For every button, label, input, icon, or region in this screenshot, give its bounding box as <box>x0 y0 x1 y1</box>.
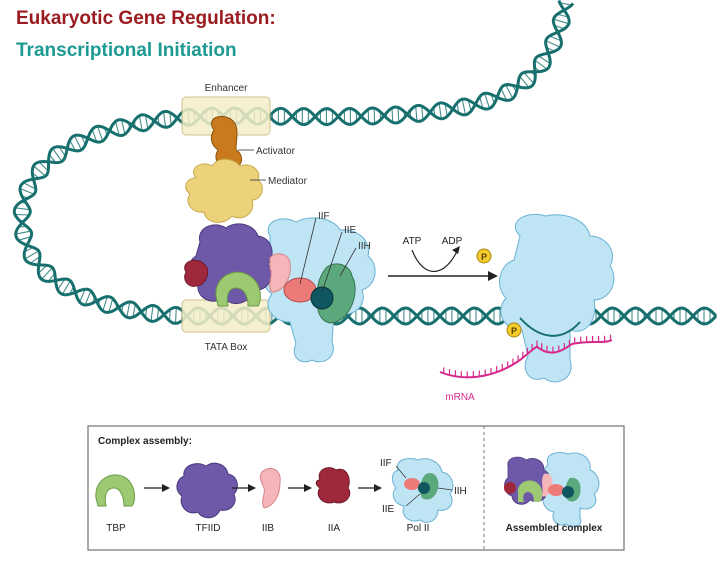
iih-label: IIH <box>358 241 371 252</box>
phosphate-on-pol-label: P <box>511 326 517 336</box>
legend-tbp-icon <box>95 474 135 507</box>
enhancer-label: Enhancer <box>205 83 248 94</box>
dna-double-helix <box>12 0 718 326</box>
phosphate-icon <box>476 248 492 264</box>
legend-iib-icon <box>259 467 281 509</box>
mrna-strand <box>535 339 613 354</box>
tata-box-label: TATA Box <box>205 342 248 353</box>
legend-iif-mark <box>404 478 420 490</box>
tbp-protein <box>215 271 261 307</box>
mrna-bases <box>443 334 612 378</box>
iie-label: IIE <box>344 225 357 236</box>
legend-tfiid-icon <box>176 462 238 519</box>
title-line-1: Eukaryotic Gene Regulation: <box>16 8 276 29</box>
elongating-pol-ii <box>499 213 615 383</box>
legend-iie-mark <box>418 482 430 494</box>
legend-heading: Complex assembly: <box>98 436 192 447</box>
legend-iib-label: IIB <box>262 523 275 534</box>
legend-iif-label: IIF <box>380 458 392 469</box>
assembled-complex-label: Assembled complex <box>506 523 603 534</box>
phosphate-label: P <box>481 252 487 262</box>
phosphate-on-pol-icon <box>506 322 522 338</box>
activator-label: Activator <box>256 146 296 157</box>
legend-iia-icon <box>315 467 351 504</box>
iif-label: IIF <box>318 211 330 222</box>
mediator-label: Mediator <box>268 176 308 187</box>
title-line-2: Transcriptional Initiation <box>16 40 237 61</box>
iie-protein <box>310 286 334 310</box>
mediator-shape <box>185 158 263 223</box>
atp-label: ATP <box>403 236 422 247</box>
assembled-complex-icon <box>504 451 600 528</box>
iia-protein <box>184 259 209 287</box>
activator-shape <box>210 115 242 169</box>
iib-protein <box>269 253 291 293</box>
legend-iih-label: IIH <box>454 486 467 497</box>
legend-iia-label: IIA <box>328 523 341 534</box>
mrna-label: mRNA <box>445 392 475 403</box>
legend-iie-label: IIE <box>382 504 395 515</box>
legend-tbp-label: TBP <box>106 523 126 534</box>
legend-pol-ii-label: Pol II <box>407 523 430 534</box>
adp-label: ADP <box>442 236 463 247</box>
legend-tfiid-label: TFIID <box>196 523 221 534</box>
